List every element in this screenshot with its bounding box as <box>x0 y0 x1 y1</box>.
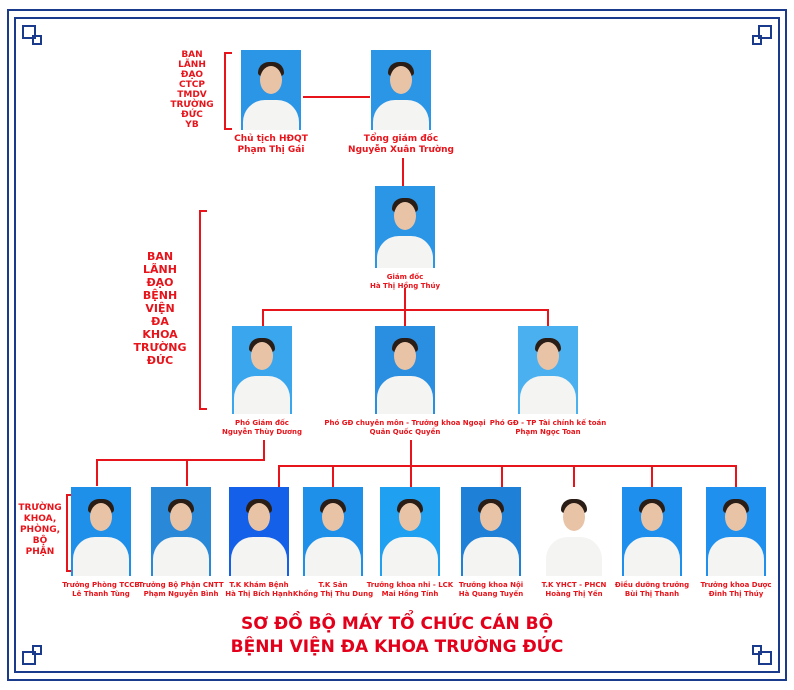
person-role: Phó GĐ chuyên môn - Trưởng khoa Ngoại <box>324 419 486 427</box>
portrait-photo <box>71 487 131 576</box>
person-name: Mai Hồng Tính <box>381 590 439 598</box>
person-role: Chủ tịch HĐQT <box>234 134 308 144</box>
person-role: T.K YHCT - PHCN <box>541 581 607 589</box>
portrait-photo <box>375 326 435 414</box>
portrait-photo <box>461 487 521 576</box>
label-line: ĐẠO <box>146 276 174 289</box>
label-line: TRƯỜNG <box>133 341 187 354</box>
label-line: BAN <box>181 50 203 60</box>
person-role: Điều dưỡng trưởng <box>614 581 690 589</box>
bracket <box>199 210 207 410</box>
person-name: Bùi Thị Thanh <box>624 590 680 598</box>
person-name: Đinh Thị Thúy <box>708 590 764 598</box>
person-role: Phó GĐ - TP Tài chính kế toán <box>489 419 607 427</box>
person-role: Trưởng Bộ Phận CNTT <box>138 581 224 589</box>
person-role: Trưởng Phòng TCCB <box>62 581 140 589</box>
portrait-photo <box>544 487 604 576</box>
person-name: Hoàng Thị Yến <box>545 590 603 598</box>
person-name: Phạm Thị Gái <box>237 145 305 155</box>
label-line: ĐỨC <box>181 110 203 120</box>
label-line: PHÒNG, <box>19 525 61 535</box>
person-name: Phạm Nguyễn Bình <box>143 590 219 598</box>
label-line: BAN <box>146 250 174 263</box>
person-role: Trưởng khoa Nội <box>458 581 524 589</box>
portrait-photo <box>706 487 766 576</box>
person-name: Lê Thanh Tùng <box>72 590 130 598</box>
portrait-photo <box>375 186 435 268</box>
portrait-photo <box>303 487 363 576</box>
person-role: Phó Giám đốc <box>235 419 289 427</box>
portrait-photo <box>518 326 578 414</box>
label-line: TRƯỜNG <box>18 503 62 513</box>
portrait-photo <box>232 326 292 414</box>
person-role: Trưởng khoa Dược <box>700 581 772 589</box>
person-role: Giám đốc <box>386 273 424 281</box>
person-name: Quản Quốc Quyền <box>369 428 441 436</box>
person-name: Hà Thị Bích Hạnh <box>225 590 293 598</box>
label-line: TRƯỜNG <box>170 100 214 110</box>
person-name: Nguyễn Xuân Trường <box>348 145 454 155</box>
label-line: ĐẠO <box>180 70 204 80</box>
label-line: PHẬN <box>25 547 55 557</box>
person-role: Trưởng khoa nhi - LCK <box>366 581 454 589</box>
portrait-photo <box>371 50 431 130</box>
bracket <box>224 52 232 130</box>
label-line: TMDV <box>177 90 207 100</box>
label-line: LÃNH <box>178 60 206 70</box>
person-role: Tổng giám đốc <box>363 134 439 144</box>
person-name: Phạm Ngọc Toan <box>515 428 581 436</box>
label-line: CTCP <box>179 80 205 90</box>
portrait-photo <box>229 487 289 576</box>
chart-title-line2: BỆNH VIỆN ĐA KHOA TRƯỜNG ĐỨC <box>230 637 564 657</box>
label-line: ĐA <box>151 315 169 328</box>
bracket <box>66 494 74 572</box>
portrait-photo <box>380 487 440 576</box>
portrait-photo <box>622 487 682 576</box>
label-line: ĐỨC <box>146 354 174 367</box>
label-line: YB <box>185 120 199 130</box>
label-line: LÃNH <box>143 263 177 276</box>
person-name: Hà Quang Tuyến <box>458 590 524 598</box>
label-line: BỆNH <box>142 289 178 302</box>
person-name: Hà Thị Hồng Thúy <box>369 282 441 290</box>
person-role: T.K Sản <box>318 581 348 589</box>
label-line: BỘ <box>32 536 48 546</box>
person-name: Khổng Thị Thu Dung <box>292 590 374 598</box>
chart-title-line1: SƠ ĐỒ BỘ MÁY TỔ CHỨC CÁN BỘ <box>240 614 554 634</box>
portrait-photo <box>151 487 211 576</box>
person-name: Nguyễn Thùy Dương <box>222 428 302 436</box>
label-line: KHOA, <box>23 514 57 524</box>
portrait-photo <box>241 50 301 130</box>
label-line: VIỆN <box>145 302 175 315</box>
person-role: T.K Khám Bệnh <box>229 581 289 589</box>
label-line: KHOA <box>142 328 178 341</box>
